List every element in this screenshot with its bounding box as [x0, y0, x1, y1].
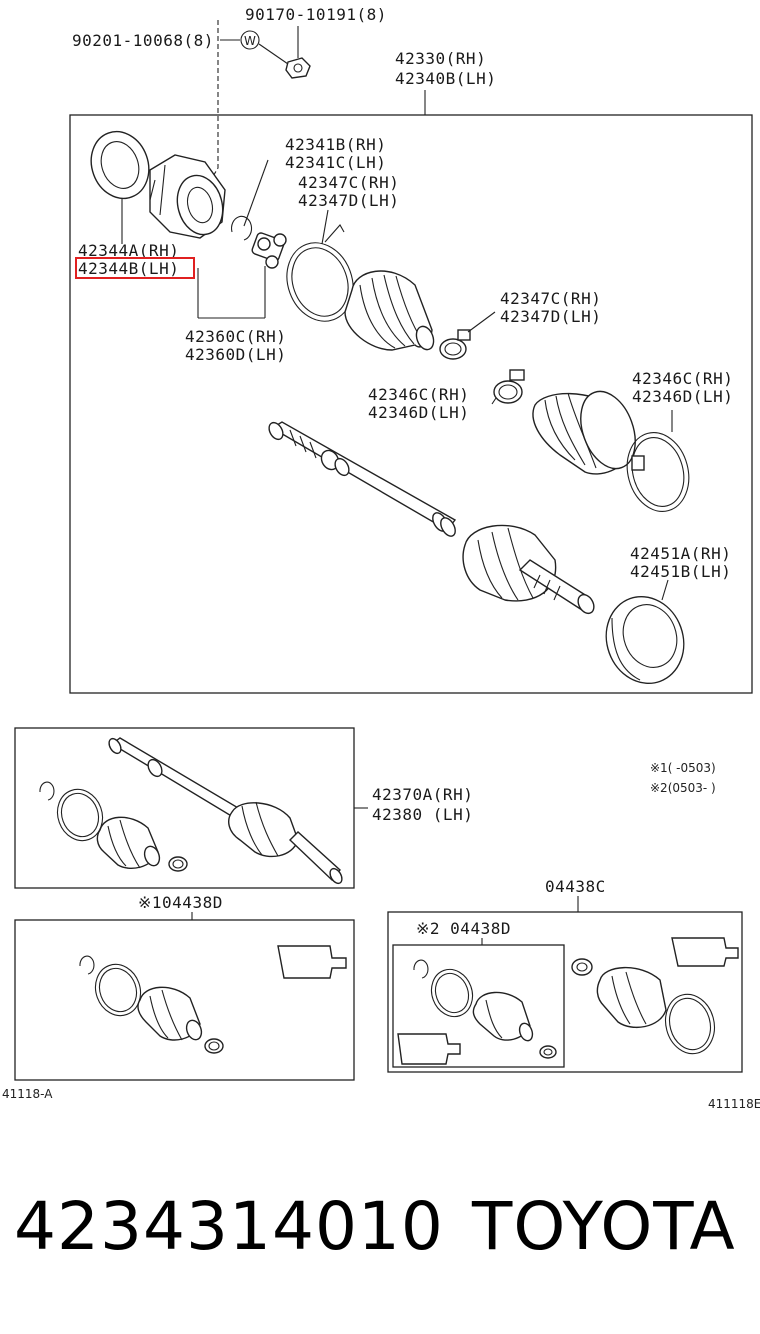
label-shaft-lh: 42340B(LH)	[395, 69, 496, 88]
drive-shaft-icon	[268, 421, 595, 615]
dust-boot-icon	[605, 595, 685, 685]
kit-box-c	[387, 911, 743, 1073]
boot-clamp-outer-small-icon	[493, 369, 525, 404]
highlight-box	[75, 257, 195, 279]
part-number: 4234314010	[14, 1188, 444, 1265]
label-boot-rh: 42451A(RH)	[630, 544, 731, 563]
label-kit-2: ※2 04438D	[416, 919, 511, 938]
label-shaft-rh: 42330(RH)	[395, 49, 486, 68]
kit-c-parts-icon	[571, 937, 739, 1055]
joint-housing-icon	[149, 154, 226, 239]
assembly-kit-parts-icon	[39, 781, 188, 872]
label-spider-rh: 42360C(RH)	[185, 327, 286, 346]
outer-clamp-large-icon	[626, 432, 690, 512]
dust-cover-icon	[90, 130, 150, 200]
label-spider-lh: 42360D(LH)	[185, 345, 286, 364]
label-assy-lh: 42380 (LH)	[372, 805, 473, 824]
boot-clamp-small-icon	[439, 329, 471, 360]
grease-tube-icon	[277, 945, 347, 979]
tripod-spider-icon	[251, 232, 287, 269]
washer-icon: W	[240, 30, 260, 50]
label-clamp-b-lh: 42347D(LH)	[500, 307, 601, 326]
label-joint-lh: 42344B(LH)	[78, 259, 179, 278]
inner-boot-icon	[344, 270, 435, 351]
boot-clamp-large-icon	[286, 224, 354, 322]
kit2-parts-icon	[397, 959, 557, 1065]
note-2: ※2(0503- )	[650, 781, 716, 795]
note-1: ※1( -0503)	[650, 761, 716, 775]
kit-box-2	[392, 944, 565, 1068]
snap-ring-icon	[231, 215, 253, 241]
label-kit-1: ※104438D	[138, 893, 223, 912]
label-clamp-a-rh: 42347C(RH)	[298, 173, 399, 192]
ref-left: 41118-A	[2, 1087, 53, 1101]
label-snap-rh: 42341B(RH)	[285, 135, 386, 154]
ref-right: 411118E	[708, 1097, 760, 1111]
assembly-shaft-icon	[108, 737, 343, 885]
label-assy-rh: 42370A(RH)	[372, 785, 473, 804]
label-clamp-a-lh: 42347D(LH)	[298, 191, 399, 210]
washer-symbol: W	[244, 34, 256, 48]
label-kit-c: 04438C	[545, 877, 606, 896]
footer: 4234314010 TOYOTA	[14, 1188, 754, 1278]
kit1-parts-icon	[79, 955, 224, 1054]
main-assembly-box	[69, 114, 753, 694]
label-snap-lh: 42341C(LH)	[285, 153, 386, 172]
label-clamp-d-lh: 42346D(LH)	[632, 387, 733, 406]
bolt-icon	[285, 57, 311, 79]
label-clamp-c-lh: 42346D(LH)	[368, 403, 469, 422]
outer-boot-icon	[532, 390, 636, 475]
label-joint-rh: 42344A(RH)	[78, 241, 179, 260]
label-clamp-d-rh: 42346C(RH)	[632, 369, 733, 388]
label-washer: 90201-10068(8)	[72, 31, 214, 50]
label-clamp-c-rh: 42346C(RH)	[368, 385, 469, 404]
kit-box-1	[14, 919, 355, 1081]
label-clamp-b-rh: 42347C(RH)	[500, 289, 601, 308]
brand-name: TOYOTA	[472, 1188, 736, 1265]
parts-diagram: 90170-10191(8) 90201-10068(8) W 42330(RH…	[2, 5, 760, 1111]
label-boot-lh: 42451B(LH)	[630, 562, 731, 581]
label-bolt: 90170-10191(8)	[245, 5, 387, 24]
